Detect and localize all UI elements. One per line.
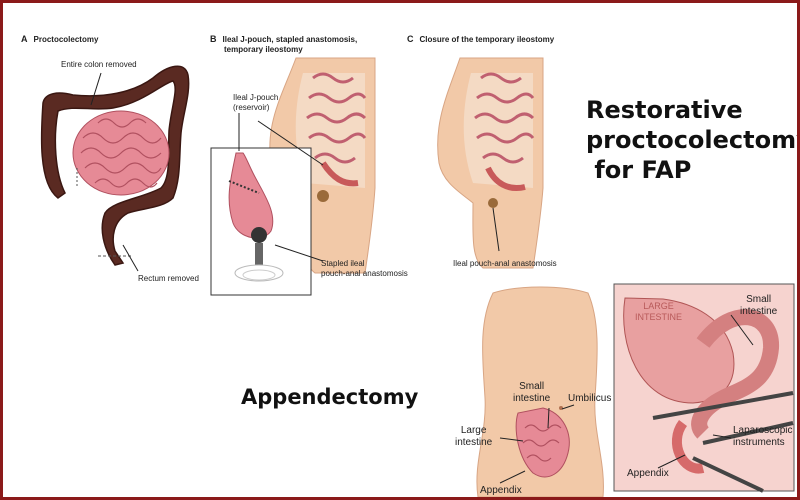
panel-a-title-text: Proctocolectomy bbox=[33, 35, 99, 44]
large-intestine-line1: Large bbox=[460, 425, 487, 436]
stapled-label-line1: Stapled ileal bbox=[321, 259, 365, 268]
panel-c-title: C Closure of the temporary ileostomy bbox=[407, 34, 554, 45]
j-pouch-label-line2: (reservoir) bbox=[233, 103, 270, 112]
inset-small-line2: intestine bbox=[740, 306, 778, 317]
panel-c-title-text: Closure of the temporary ileostomy bbox=[419, 35, 555, 44]
inset-large-line2: INTESTINE bbox=[635, 312, 683, 322]
umbilicus-label: Umbilicus bbox=[568, 393, 612, 404]
instruments-line2: instruments bbox=[733, 437, 785, 448]
closure-body-illustration bbox=[437, 57, 544, 269]
entire-colon-label: Entire colon removed bbox=[61, 60, 137, 69]
stapled-label-line2: pouch-anal anastomosis bbox=[321, 269, 408, 278]
small-intestine-line2: intestine bbox=[513, 393, 551, 404]
panel-b-letter: B bbox=[210, 34, 217, 44]
heading-line3: for FAP bbox=[586, 156, 692, 184]
small-intestine-line1: Small bbox=[519, 381, 545, 392]
heading-line1: Restorative bbox=[586, 96, 743, 124]
inset-small-intestine-label: Small intestine bbox=[740, 294, 777, 318]
inset-appendix-label: Appendix bbox=[627, 468, 669, 479]
panel-c-letter: C bbox=[407, 34, 414, 44]
inset-large-intestine-label: LARGE INTESTINE bbox=[635, 301, 682, 323]
large-intestine-label: Large intestine bbox=[455, 425, 492, 449]
restorative-proctocolectomy-heading: Restorative proctocolectomy for FAP bbox=[586, 95, 800, 185]
medical-illustration bbox=[40, 57, 795, 497]
panel-b-title-line2: temporary ileostomy bbox=[224, 45, 303, 54]
inset-large-line1: LARGE bbox=[643, 301, 674, 311]
rectum-removed-label: Rectum removed bbox=[138, 274, 199, 283]
j-pouch-body-illustration bbox=[210, 57, 376, 296]
inset-small-line1: Small bbox=[746, 294, 772, 305]
j-pouch-label: Ileal J-pouch (reservoir) bbox=[233, 93, 278, 113]
panel-a-letter: A bbox=[21, 34, 28, 44]
stapled-anastomosis-label: Stapled ileal pouch-anal anastomosis bbox=[321, 259, 408, 279]
panel-b-title: B Ileal J-pouch, stapled anastomosis, tem… bbox=[210, 34, 357, 55]
instruments-line1: Laparoscopic bbox=[733, 425, 793, 436]
laparoscopic-inset-illustration bbox=[613, 283, 795, 493]
heading-line2: proctocolectomy bbox=[586, 126, 800, 154]
appendix-label: Appendix bbox=[480, 485, 522, 496]
panel-a-title: A Proctocolectomy bbox=[21, 34, 98, 45]
j-pouch-label-line1: Ileal J-pouch bbox=[233, 93, 279, 102]
colon-illustration bbox=[40, 65, 190, 272]
laparoscopic-instruments-label: Laparoscopic instruments bbox=[733, 425, 792, 449]
large-intestine-line2: intestine bbox=[455, 437, 493, 448]
appendectomy-heading: Appendectomy bbox=[241, 385, 419, 409]
appendectomy-body-illustration bbox=[476, 286, 604, 497]
small-intestine-label: Small intestine bbox=[513, 381, 550, 405]
panel-b-title-line1: Ileal J-pouch, stapled anastomosis, bbox=[222, 35, 358, 44]
ileal-pouch-anal-anastomosis-label: Ileal pouch-anal anastomosis bbox=[453, 259, 557, 268]
